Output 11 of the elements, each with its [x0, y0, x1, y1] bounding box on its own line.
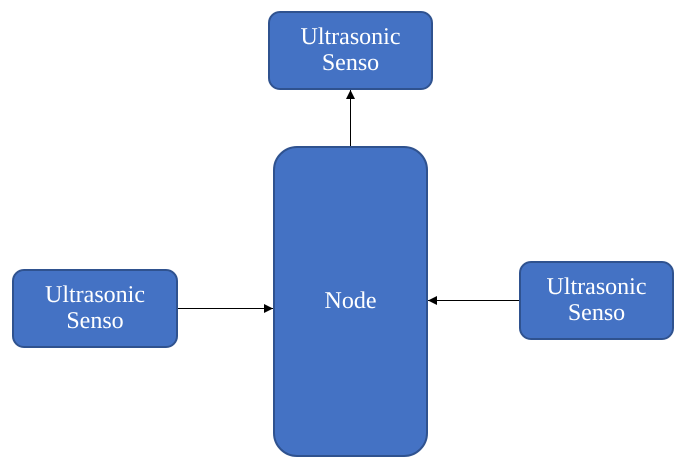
node-label: Ultrasonic Senso — [44, 283, 146, 334]
node-label: Ultrasonic Senso — [546, 275, 648, 326]
process-box — [273, 146, 428, 457]
arrow — [428, 296, 520, 305]
process-box — [12, 269, 178, 348]
node-label: Node — [324, 288, 378, 314]
node-label: Ultrasonic Senso — [300, 25, 402, 76]
arrow — [178, 304, 274, 313]
process-box — [519, 261, 674, 340]
arrow — [346, 90, 355, 146]
process-box — [268, 11, 433, 90]
